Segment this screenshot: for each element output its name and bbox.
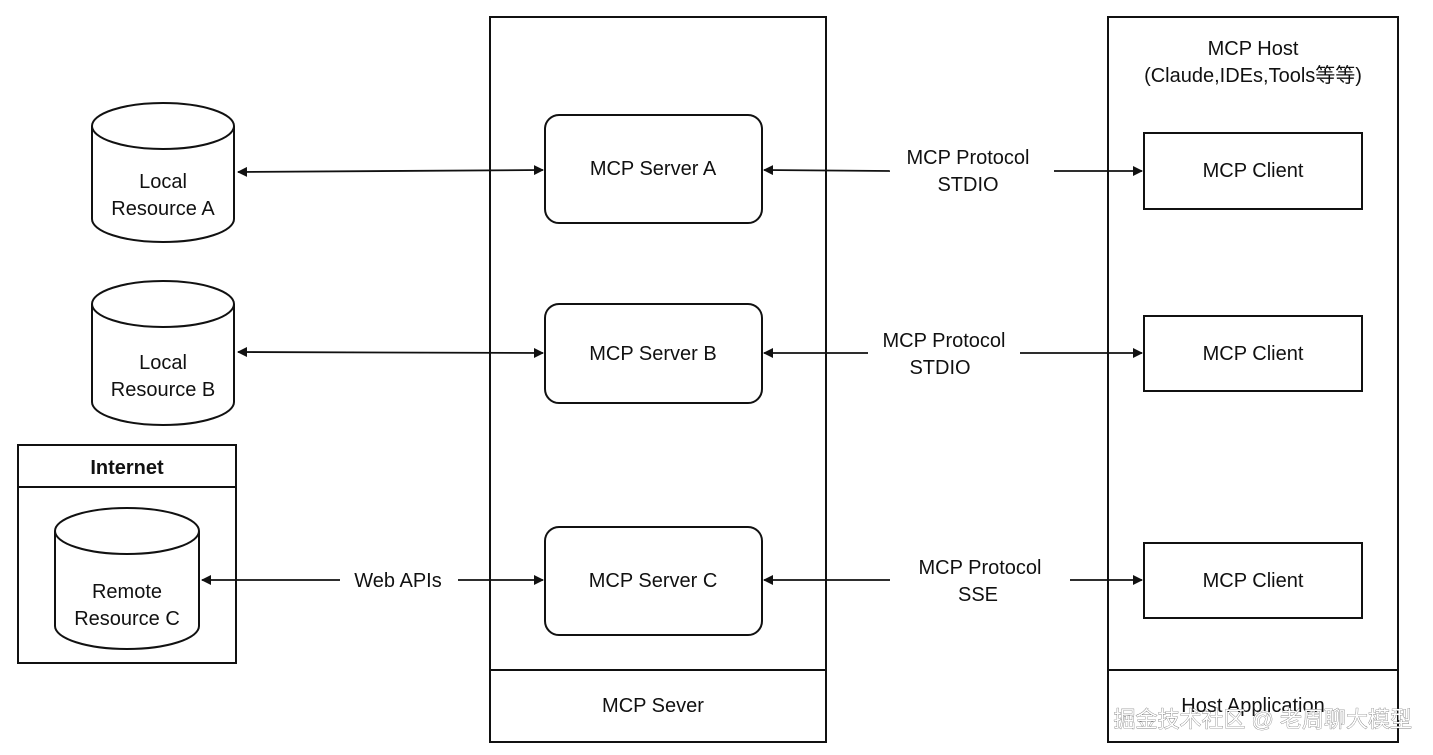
database-icon-top (54, 507, 200, 555)
protocol-c-line2: SSE (958, 584, 998, 606)
local-resource-b: Local Resource B (91, 280, 235, 426)
mcp-client-2: MCP Client (1143, 315, 1363, 392)
mcp-server-container-frame (489, 16, 827, 743)
database-icon-top (91, 280, 235, 328)
mcp-server-b-label: MCP Server B (589, 343, 716, 365)
remote-resource-c-line2: Resource C (74, 608, 180, 630)
protocol-c-line1: MCP Protocol (918, 557, 1041, 579)
connector-protocol-a-left (763, 165, 891, 176)
mcp-server-c-box (544, 526, 763, 636)
web-apis-label: Web APIs (354, 570, 441, 592)
mcp-host-container: MCP Host (Claude,IDEs,Tools等等) Host Appl… (1107, 16, 1399, 743)
connector-resource-b-server-b (237, 347, 544, 358)
local-resource-a: Local Resource A (91, 102, 235, 243)
local-resource-b-line1: Local (139, 352, 187, 374)
mcp-client-1: MCP Client (1143, 132, 1363, 210)
mcp-client-3-box (1143, 542, 1363, 619)
mcp-server-a-label: MCP Server A (590, 158, 717, 180)
mcp-client-3-label: MCP Client (1203, 570, 1304, 592)
protocol-b-line1: MCP Protocol (882, 330, 1005, 352)
internet-title: Internet (90, 457, 164, 479)
mcp-server-a: MCP Server A (544, 114, 763, 224)
local-resource-b-line2: Resource B (111, 379, 216, 401)
mcp-client-2-label: MCP Client (1203, 343, 1304, 365)
mcp-server-b-box (544, 303, 763, 404)
remote-resource-c: Remote Resource C (54, 507, 200, 650)
protocol-a-line2: STDIO (937, 174, 998, 196)
mcp-client-1-box (1143, 132, 1363, 210)
local-resource-a-line1: Local (139, 171, 187, 193)
mcp-host-subtitle: (Claude,IDEs,Tools等等) (1144, 64, 1362, 87)
mcp-server-b: MCP Server B (544, 303, 763, 404)
mcp-client-3: MCP Client (1143, 542, 1363, 619)
database-icon (91, 126, 235, 243)
mcp-server-a-box (544, 114, 763, 224)
mcp-server-container-label: MCP Sever (602, 695, 704, 717)
host-application-label: Host Application (1181, 695, 1324, 717)
mcp-server-c-label: MCP Server C (589, 570, 718, 592)
local-resource-a-line2: Resource A (111, 198, 215, 220)
database-icon-top (91, 102, 235, 150)
database-icon (54, 531, 200, 650)
connector-resource-a-server-a (237, 165, 544, 177)
mcp-server-container: MCP Sever (489, 16, 827, 743)
database-icon (91, 304, 235, 426)
mcp-client-2-box (1143, 315, 1363, 392)
protocol-a-line1: MCP Protocol (906, 147, 1029, 169)
internet-box-frame (17, 444, 237, 664)
mcp-server-c: MCP Server C (544, 526, 763, 636)
watermark-text: 掘金技术社区 @ 老周聊大模型 (1113, 707, 1412, 732)
mcp-client-1-label: MCP Client (1203, 160, 1304, 182)
mcp-host-title: MCP Host (1208, 38, 1299, 60)
protocol-b-line2: STDIO (909, 357, 970, 379)
mcp-host-container-frame (1107, 16, 1399, 743)
internet-box: Internet Remote Resource C (17, 444, 237, 664)
remote-resource-c-line1: Remote (92, 581, 162, 603)
